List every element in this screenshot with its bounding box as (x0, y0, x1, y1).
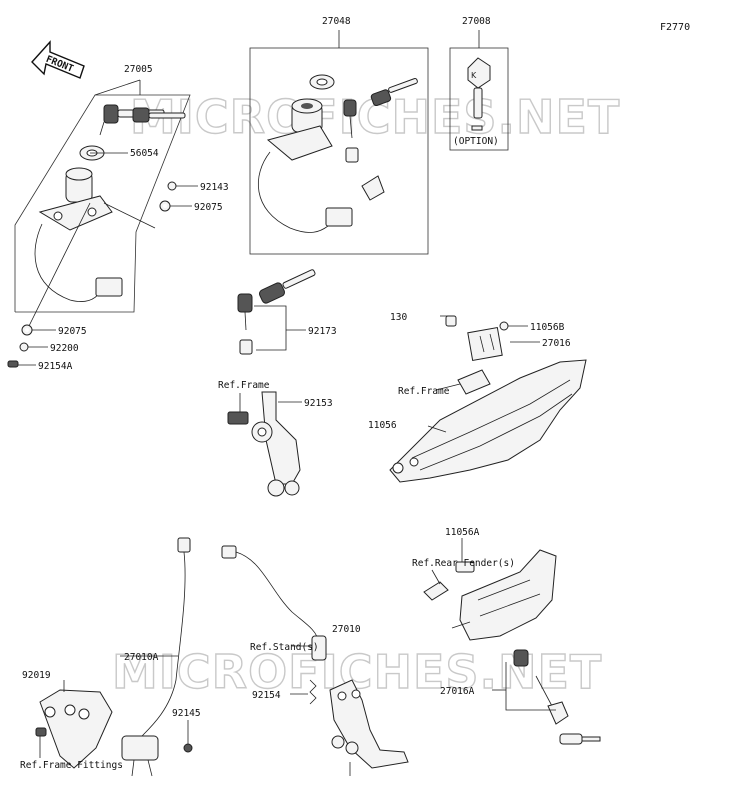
label-ref-frame-2: 11056 (368, 420, 397, 431)
switch-27010A (311, 635, 327, 661)
label-11056A: Ref.Rear Fender(s) (412, 558, 515, 569)
label-56054: 56054 (130, 148, 159, 159)
connector-icon (221, 545, 237, 559)
rear-fender-assembly (423, 538, 601, 745)
label-27016: Ref.Frame (398, 386, 450, 397)
label-21007: 92173 (308, 326, 337, 337)
group-27008: K (449, 30, 509, 151)
label-92153: 130 (390, 312, 407, 323)
svg-text:K: K (471, 71, 477, 80)
frame-assembly (389, 315, 587, 483)
group-27005 (7, 79, 198, 368)
stand-bracket (39, 689, 113, 769)
key-icon (535, 675, 601, 745)
cylinder-icon (345, 147, 359, 163)
label-ref-frame-1: 92153 (304, 398, 333, 409)
connector-icon (95, 277, 123, 297)
side-stand-switch-group (35, 537, 193, 777)
label-27016A: 27016A (440, 686, 475, 697)
figure-code: F2770 (660, 22, 690, 33)
label-92075-bottom: 92075 (58, 326, 87, 337)
key-blank-icon (467, 57, 491, 89)
label-ref-stands: 92019 (22, 670, 51, 681)
connector-icon (177, 537, 191, 553)
group-27048 (249, 30, 429, 255)
spring-92145 (309, 679, 317, 705)
label-92075-top: 92075 (194, 202, 223, 213)
connector-icon (325, 207, 353, 227)
lock-27016A (513, 649, 529, 667)
label-27005: 27005 (124, 64, 153, 75)
label-27008: 27008 (462, 16, 491, 27)
label-92200: 92200 (50, 343, 79, 354)
frame-bracket (227, 391, 302, 497)
label-130: 11056B (530, 322, 565, 333)
screw-92153 (445, 315, 457, 327)
label-92145: 92154 (252, 690, 281, 701)
label-27010: 27010A (124, 652, 159, 663)
label-92143: 92143 (200, 182, 229, 193)
ignition-switch-icon (38, 167, 113, 231)
option-label: (OPTION) (453, 136, 499, 147)
washer-92200 (19, 342, 29, 352)
label-92154A: 92154A (38, 361, 73, 372)
nut-92019 (183, 743, 193, 753)
label-92019: 92145 (172, 708, 201, 719)
clip-11056A (423, 581, 449, 601)
lock-27016 (457, 369, 491, 395)
label-11056: 11056A (445, 527, 480, 538)
label-11056B: 27016 (542, 338, 571, 349)
switch-27010A-group (221, 545, 409, 776)
switch-27010 (121, 735, 159, 761)
key-set-21007 (237, 269, 316, 355)
bolt-92154 (35, 727, 47, 737)
front-arrow-icon: FRONT (31, 40, 85, 79)
label-92173: Ref.Frame (218, 380, 270, 391)
key-icon (343, 78, 418, 139)
label-92154: Ref.Frame Fittings (20, 760, 123, 771)
label-ref-rear-fender: 27010 (332, 624, 361, 635)
clip-11056 (455, 561, 475, 573)
washer-92143 (167, 181, 177, 191)
label-27048: 27048 (322, 16, 351, 27)
key-icon (99, 104, 186, 136)
label-27010A: Ref.Stand(s) (250, 642, 319, 653)
bolt-92154A (7, 360, 19, 368)
lock-clip-icon (361, 175, 385, 201)
screw-130 (499, 321, 509, 331)
